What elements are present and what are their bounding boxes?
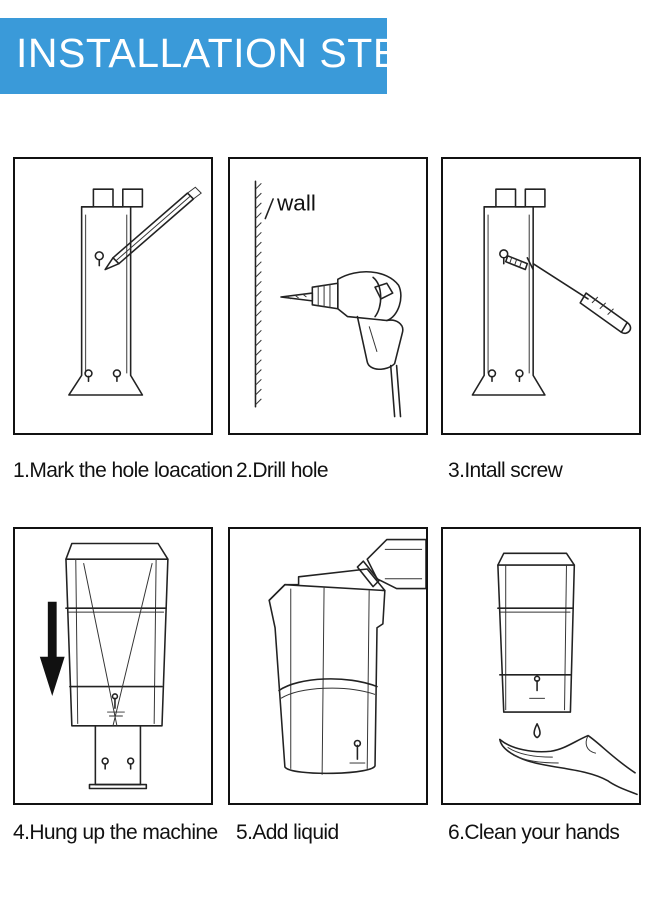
step-4-caption: 4.Hung up the machine <box>13 821 218 844</box>
step-3-caption: 3.Intall screw <box>448 459 563 482</box>
step-6-panel <box>441 527 641 805</box>
screwdriver-bracket-icon <box>471 188 632 396</box>
wall-label: wall <box>276 191 316 216</box>
step-1-panel <box>13 157 213 435</box>
step-3-panel <box>441 157 641 435</box>
step-1-caption: 1.Mark the hole loacation <box>13 459 233 482</box>
pencil-marking-bracket-icon <box>68 186 202 396</box>
drill-wall-icon: wall <box>254 180 404 418</box>
step-6-caption: 6.Clean your hands <box>448 821 620 844</box>
title-banner: INSTALLATION STEPS <box>0 18 456 94</box>
page-title: INSTALLATION STEPS <box>16 30 457 76</box>
step-5-caption: 5.Add liquid <box>236 821 339 844</box>
step-2-panel: wall <box>228 157 428 435</box>
bottle-pouring-icon <box>268 538 426 775</box>
step-4-panel <box>13 527 213 805</box>
step-5-panel <box>228 527 428 805</box>
hand-under-dispenser-icon <box>497 552 638 796</box>
step-2-caption: 2.Drill hole <box>236 459 329 482</box>
down-arrow-dispenser-icon <box>39 542 169 790</box>
